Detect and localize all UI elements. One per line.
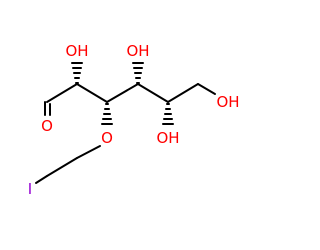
hashed-wedge-c5-oh xyxy=(162,103,174,125)
hashed-wedge-c2-oh xyxy=(71,62,83,84)
atom-labels: O OH O OH OH OH I xyxy=(28,42,240,198)
bond-c4-c5 xyxy=(137,83,169,103)
bond-c1-c2 xyxy=(46,83,78,103)
hashed-wedge-c4-oh xyxy=(132,62,144,84)
bond-c2-c3 xyxy=(76,83,108,103)
molecule-structure: O OH O OH OH OH I xyxy=(28,42,240,198)
bond-ch2-ch2 xyxy=(46,157,78,177)
bonds xyxy=(35,62,216,184)
bond-o-ch2 xyxy=(76,145,101,159)
label-oh-c5: OH xyxy=(156,129,179,147)
label-oh-c4: OH xyxy=(126,42,149,60)
hashed-wedge-c3-o xyxy=(101,103,113,125)
label-oh-c2: OH xyxy=(65,42,88,60)
bond-c5-c6 xyxy=(167,83,199,103)
label-oh-c6: OH xyxy=(216,93,239,111)
bond-ch2-i xyxy=(35,175,48,184)
label-iodine: I xyxy=(28,180,32,198)
bond-c6-o xyxy=(197,83,216,95)
label-o-ether: O xyxy=(101,129,113,147)
label-o-aldehyde: O xyxy=(41,117,53,135)
bond-c3-c4 xyxy=(106,83,139,103)
